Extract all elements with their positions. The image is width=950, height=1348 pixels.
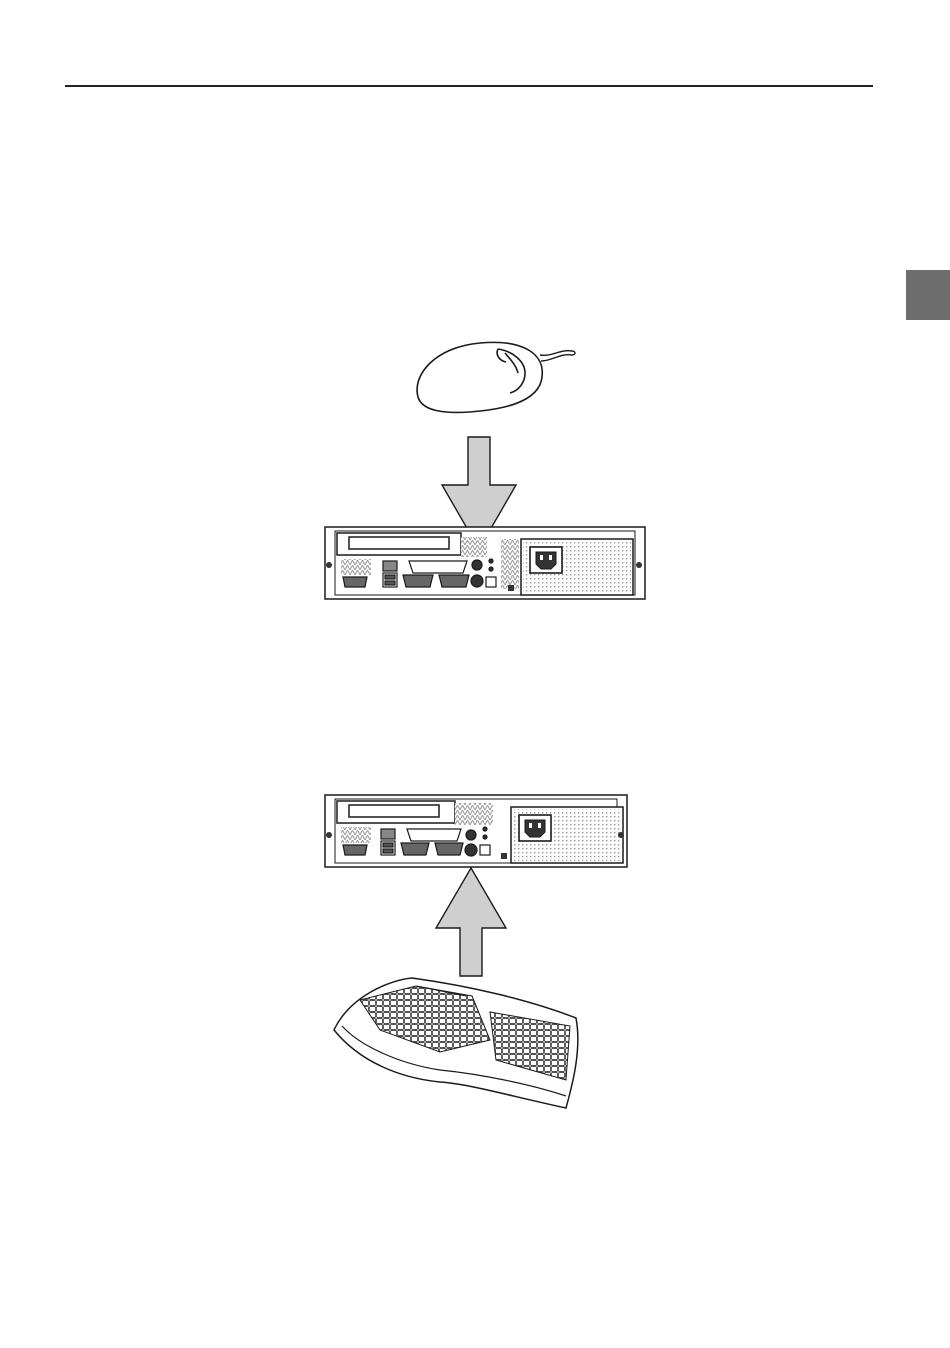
- mouse-connection-figure: [320, 335, 650, 605]
- computer-rear-panel-icon: [325, 795, 627, 867]
- header-rule: [65, 85, 873, 87]
- keyboard-icon: [334, 978, 578, 1108]
- arrow-up-icon: [436, 868, 506, 976]
- chapter-side-tab: [906, 270, 950, 320]
- keyboard-connection-figure: [320, 790, 650, 1120]
- computer-rear-panel-icon: [325, 527, 645, 599]
- mouse-icon: [417, 342, 575, 412]
